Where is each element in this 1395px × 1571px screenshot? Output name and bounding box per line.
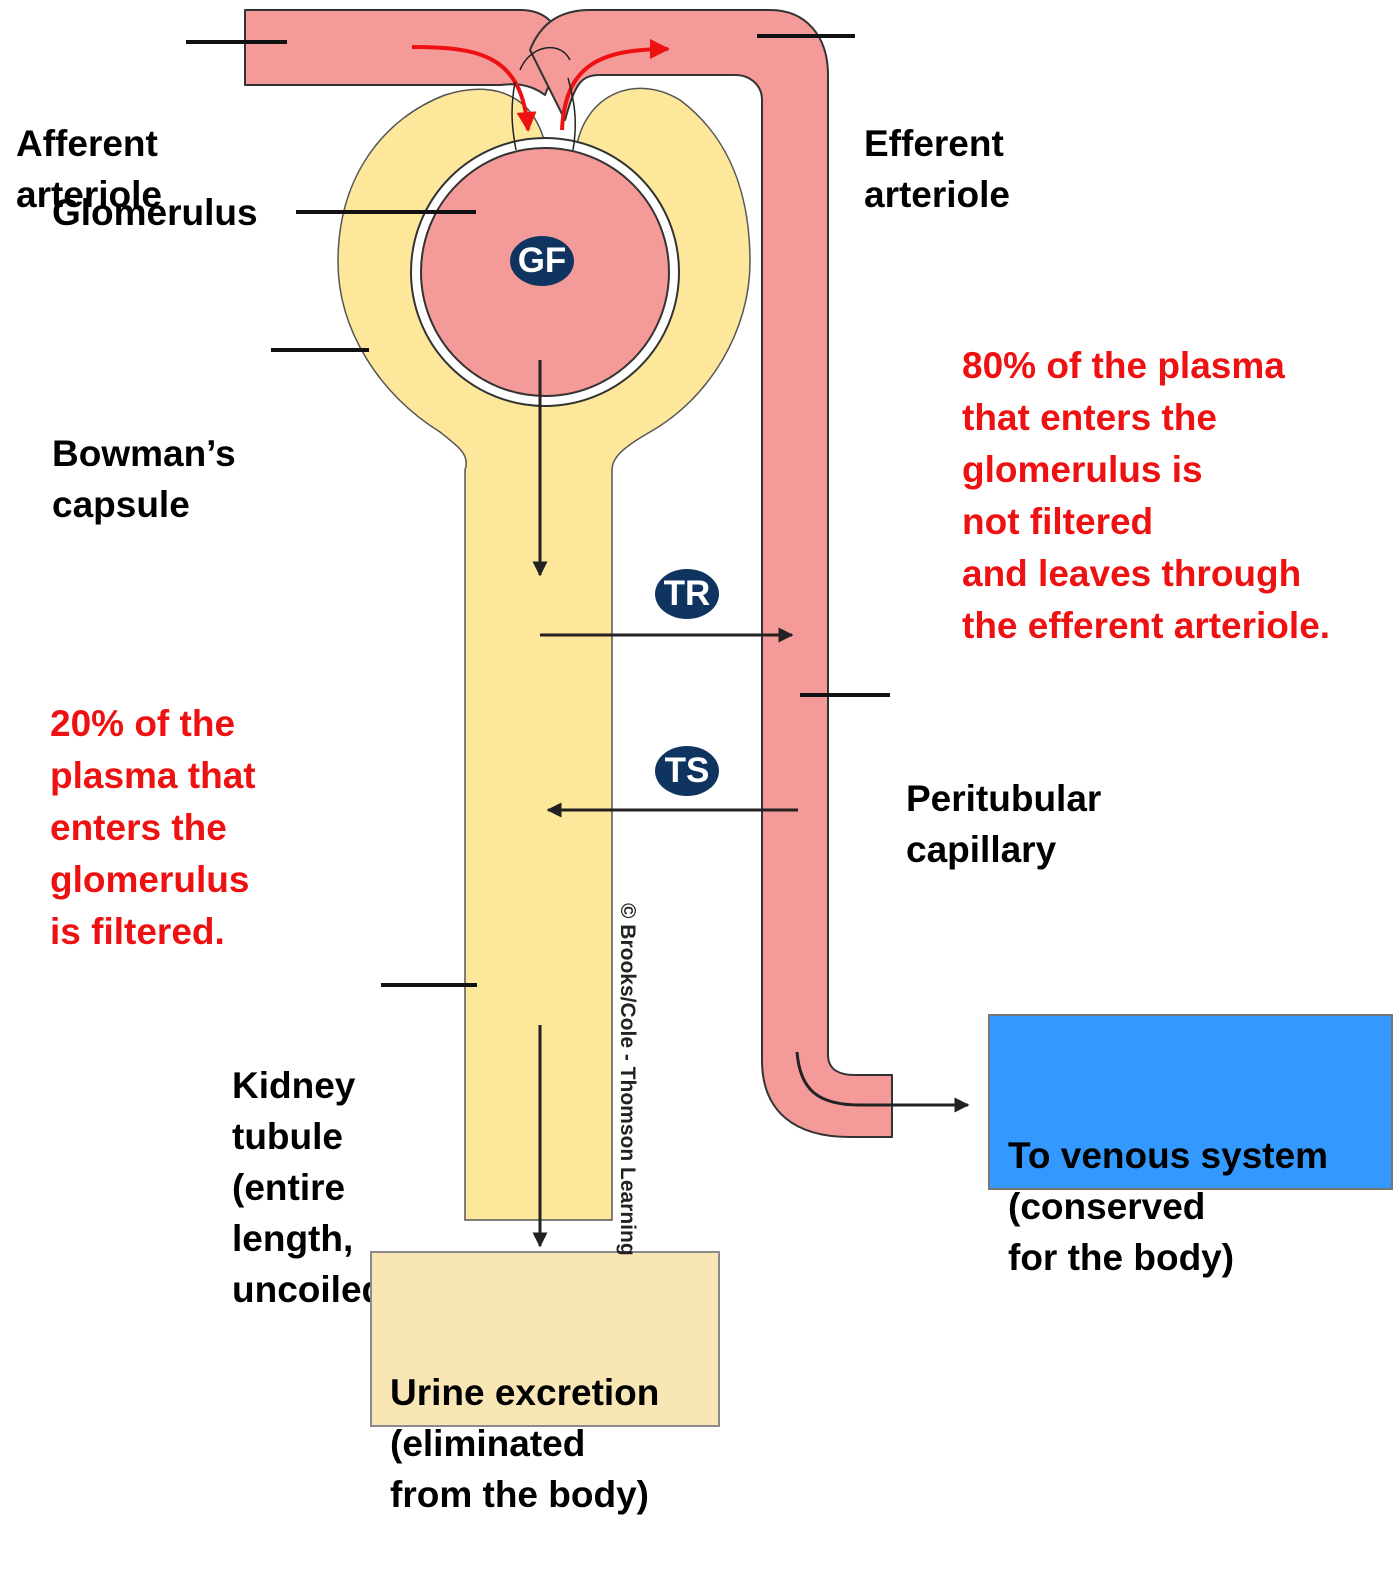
gf-badge: GF — [510, 236, 574, 286]
ts-badge: TS — [655, 746, 719, 796]
copyright-credit: © Brooks/Cole - Thomson Learning — [615, 903, 639, 1256]
tr-badge: TR — [655, 569, 719, 619]
glomerulus-label: Glomerulus — [52, 187, 258, 238]
